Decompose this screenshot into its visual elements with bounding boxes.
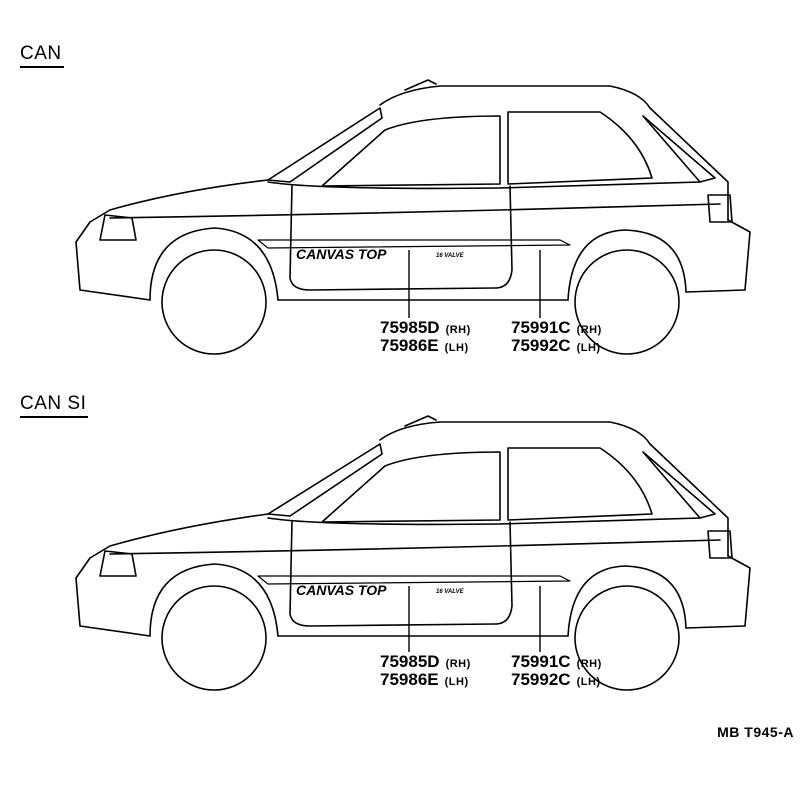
car-side-view: CANVAS TOP 16 VALVE: [75, 79, 751, 355]
quarter-window: [642, 115, 716, 183]
side-label: (LH): [576, 676, 601, 688]
belt-line: [267, 181, 701, 190]
part-number-rear-stripe-lh: 75992C (LH): [511, 336, 601, 358]
part-number: 75986E: [380, 670, 439, 689]
door-outline: [289, 184, 513, 291]
roof-rack: [404, 415, 437, 427]
rear-wheel: [574, 249, 680, 355]
roof-line: [379, 85, 651, 109]
decal-main-text: CANVAS TOP: [296, 246, 387, 262]
body-stripe: [257, 239, 571, 249]
headlight: [99, 550, 137, 577]
body-stripe: [257, 575, 571, 585]
part-number: 75992C: [511, 336, 571, 355]
part-number-body-stripe-rh: 75985D (RH): [380, 652, 471, 674]
rear-pillar: [649, 443, 729, 557]
roof-rack: [404, 79, 437, 91]
roof-line: [379, 421, 651, 445]
side-label: (LH): [444, 342, 469, 354]
rear-side-window: [507, 447, 653, 521]
windshield: [267, 107, 383, 183]
rear-side-window: [507, 111, 653, 185]
section-title: CAN: [20, 43, 64, 68]
side-label: (RH): [576, 324, 602, 336]
side-label: (LH): [576, 342, 601, 354]
figure-code: MB T945-A: [717, 724, 794, 740]
rear-pillar: [649, 107, 729, 221]
front-wheel: [161, 585, 267, 691]
side-label: (RH): [445, 324, 471, 336]
door-outline: [289, 520, 513, 627]
front-wheel-arch: [149, 227, 279, 301]
part-number: 75991C: [511, 318, 571, 337]
side-label: (RH): [445, 658, 471, 670]
shoulder-line: [109, 539, 721, 555]
car-side-view: CANVAS TOP 16 VALVE: [75, 415, 751, 691]
diagram-section-can-si: CAN SI CANVAS TOP 16 VALVE: [0, 380, 800, 760]
side-label: (RH): [576, 658, 602, 670]
part-number: 75992C: [511, 670, 571, 689]
diagram-section-can: CAN: [0, 0, 800, 380]
rear-bumper: [685, 219, 751, 293]
front-wheel: [161, 249, 267, 355]
belt-line: [267, 517, 701, 526]
rear-bumper: [685, 555, 751, 629]
rear-wheel-arch: [567, 565, 687, 637]
part-number-body-stripe-lh: 75986E (LH): [380, 670, 469, 692]
part-number: 75985D: [380, 652, 440, 671]
rear-wheel: [574, 585, 680, 691]
part-number-rear-stripe-rh: 75991C (RH): [511, 652, 602, 674]
part-number-rear-stripe-rh: 75991C (RH): [511, 318, 602, 340]
decal-small-text: 16 VALVE: [436, 589, 465, 595]
shoulder-line: [109, 203, 721, 219]
front-bumper: [75, 557, 151, 637]
headlight: [99, 214, 137, 241]
hood: [89, 179, 269, 223]
part-number: 75986E: [380, 336, 439, 355]
part-number-body-stripe-rh: 75985D (RH): [380, 318, 471, 340]
decal-small-text: 16 VALVE: [436, 253, 465, 259]
decal-main-text: CANVAS TOP: [296, 582, 387, 598]
part-number-rear-stripe-lh: 75992C (LH): [511, 670, 601, 692]
part-number: 75991C: [511, 652, 571, 671]
quarter-window: [642, 451, 716, 519]
front-bumper: [75, 221, 151, 301]
side-label: (LH): [444, 676, 469, 688]
part-number: 75985D: [380, 318, 440, 337]
windshield: [267, 443, 383, 517]
rear-wheel-arch: [567, 229, 687, 301]
rear-lamp: [707, 194, 733, 223]
hood: [89, 513, 269, 559]
front-side-window: [321, 115, 501, 187]
part-number-body-stripe-lh: 75986E (LH): [380, 336, 469, 358]
rear-lamp: [707, 530, 733, 559]
section-title: CAN SI: [20, 393, 89, 418]
front-wheel-arch: [149, 563, 279, 637]
front-side-window: [321, 451, 501, 523]
